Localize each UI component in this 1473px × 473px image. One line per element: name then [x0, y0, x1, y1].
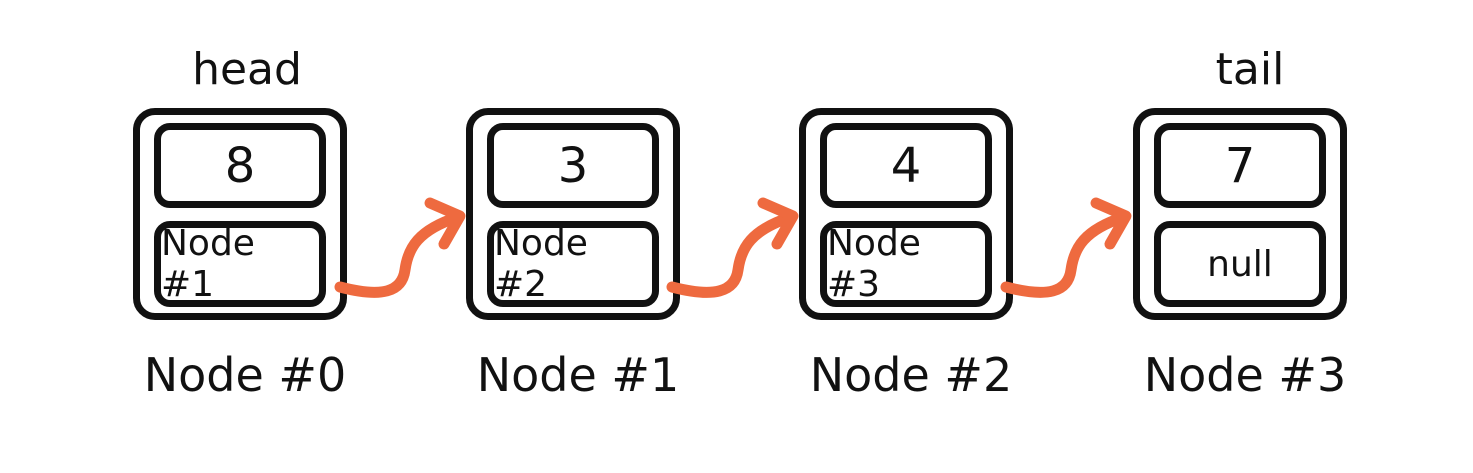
pointer-arrow-2-to-3: [1000, 197, 1132, 298]
node-next-field: Node #2: [487, 221, 659, 307]
pointer-arrow-1-to-2: [666, 197, 799, 298]
node-next-field: null: [1154, 221, 1326, 307]
node-value-field: 7: [1154, 123, 1326, 208]
node-next-field: Node #1: [154, 221, 326, 307]
pointer-arrow-0-to-1: [334, 197, 466, 298]
node-name-label: Node #2: [809, 348, 1013, 402]
node-name-label: Node #3: [1143, 348, 1347, 402]
node-value-field: 4: [820, 123, 992, 208]
node-value-field: 8: [154, 123, 326, 208]
list-node-2: 4 Node #3: [799, 108, 1013, 320]
list-node-0: 8 Node #1: [133, 108, 347, 320]
tail-label: tail: [1215, 44, 1285, 95]
list-node-1: 3 Node #2: [466, 108, 680, 320]
node-name-label: Node #1: [476, 348, 680, 402]
node-name-label: Node #0: [143, 348, 347, 402]
node-value-field: 3: [487, 123, 659, 208]
head-label: head: [192, 44, 302, 95]
node-next-field: Node #3: [820, 221, 992, 307]
list-node-3: 7 null: [1133, 108, 1347, 320]
